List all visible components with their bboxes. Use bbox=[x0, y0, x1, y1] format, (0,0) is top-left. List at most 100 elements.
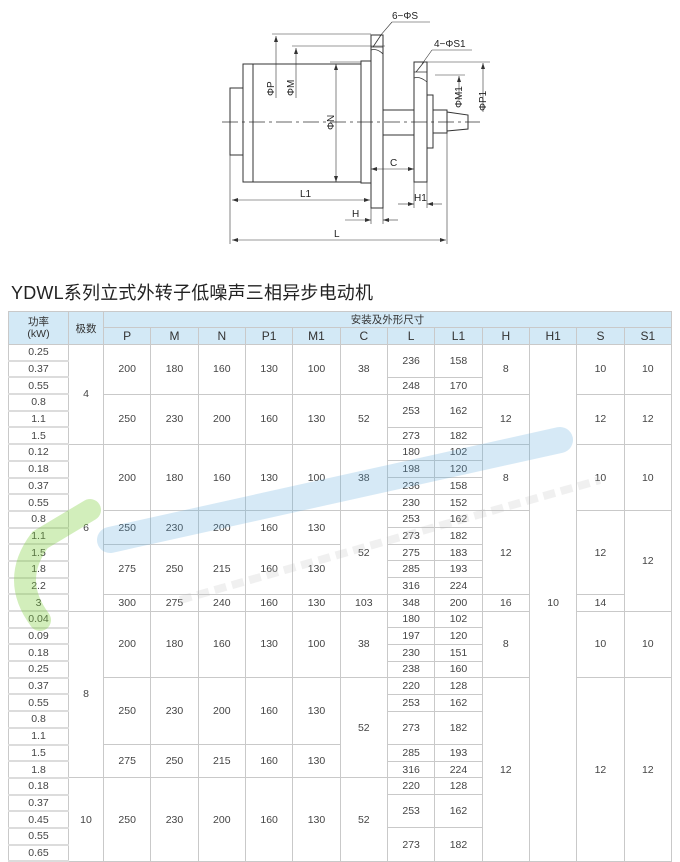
header-col-m: M bbox=[150, 327, 199, 345]
shaft bbox=[382, 109, 415, 136]
cell-m: 250 bbox=[150, 743, 199, 779]
cell-p1: 160 bbox=[244, 510, 294, 545]
cell-power: 0.25 bbox=[8, 343, 69, 362]
cell-l1: 102 bbox=[434, 443, 483, 462]
cell-m1: 100 bbox=[292, 344, 341, 395]
cell-p: 300 bbox=[102, 593, 152, 612]
header-col-n: N bbox=[197, 327, 246, 345]
label-l1: L1 bbox=[300, 189, 312, 200]
cell-power: 0.37 bbox=[8, 794, 69, 813]
cell-l: 273 bbox=[386, 426, 436, 445]
header-col-p1: P1 bbox=[244, 327, 294, 345]
cell-l: 316 bbox=[386, 577, 436, 595]
cell-power: 0.55 bbox=[8, 827, 69, 846]
cell-m1: 130 bbox=[292, 510, 341, 545]
cell-l: 230 bbox=[386, 493, 436, 512]
cell-l1: 158 bbox=[434, 477, 483, 495]
cell-l1: 160 bbox=[434, 660, 483, 679]
cell-n: 200 bbox=[197, 677, 246, 745]
cell-m: 230 bbox=[150, 677, 199, 745]
cell-l: 238 bbox=[386, 660, 436, 679]
cell-h: 8 bbox=[481, 610, 530, 679]
cell-l: 180 bbox=[386, 443, 436, 462]
header-group: 安装及外形尺寸 bbox=[103, 311, 672, 328]
cell-l: 316 bbox=[386, 760, 436, 779]
cell-s: 12 bbox=[576, 677, 625, 862]
cell-p: 275 bbox=[102, 743, 152, 779]
table-row: 0.45 bbox=[8, 810, 672, 829]
cell-power: 0.12 bbox=[8, 443, 69, 462]
cell-n: 215 bbox=[197, 743, 246, 779]
shaft-end bbox=[432, 109, 448, 134]
header-col-h: H bbox=[481, 327, 530, 345]
cell-poles: 4 bbox=[68, 344, 104, 445]
cell-l1: 152 bbox=[434, 493, 483, 512]
cell-l1: 224 bbox=[434, 577, 483, 595]
cell-power: 2.2 bbox=[8, 577, 69, 596]
cell-l1: 162 bbox=[434, 510, 483, 529]
cell-poles: 10 bbox=[68, 777, 104, 862]
cell-m1: 130 bbox=[292, 543, 341, 595]
cell-p: 200 bbox=[102, 610, 152, 679]
cell-l: 220 bbox=[386, 677, 436, 695]
cell-c: 52 bbox=[339, 677, 388, 779]
cell-l: 197 bbox=[386, 627, 436, 645]
header-col-p: P bbox=[102, 327, 152, 345]
cell-power: 1.5 bbox=[8, 426, 69, 446]
cell-p1: 130 bbox=[244, 344, 294, 395]
page-title: YDWL系列立式外转子低噪声三相异步电动机 bbox=[11, 283, 374, 303]
cell-power: 0.55 bbox=[8, 493, 69, 512]
label-dia-m: ΦM bbox=[286, 80, 297, 96]
cell-c: 52 bbox=[339, 510, 388, 595]
header-poles: 极数 bbox=[68, 311, 104, 345]
cell-poles: 8 bbox=[68, 610, 104, 779]
main-flange bbox=[370, 34, 384, 209]
cell-s: 10 bbox=[576, 443, 625, 512]
cell-l1: 158 bbox=[434, 344, 483, 378]
cell-h: 8 bbox=[481, 344, 530, 395]
cell-m: 180 bbox=[150, 610, 199, 679]
cell-l: 253 bbox=[386, 510, 436, 529]
cell-p1: 160 bbox=[244, 593, 294, 612]
hub bbox=[426, 94, 434, 149]
cell-l1: 170 bbox=[434, 376, 483, 395]
label-dia-p1: ΦP1 bbox=[478, 90, 489, 111]
cell-s: 12 bbox=[576, 393, 625, 445]
cell-l1: 193 bbox=[434, 560, 483, 579]
rear-cap bbox=[229, 87, 244, 156]
cell-c: 52 bbox=[339, 777, 388, 862]
cell-l1: 162 bbox=[434, 693, 483, 712]
cell-l: 285 bbox=[386, 560, 436, 579]
cell-power: 1.1 bbox=[8, 527, 69, 546]
cell-p: 275 bbox=[102, 543, 152, 595]
cell-l1: 120 bbox=[434, 460, 483, 478]
cell-l: 285 bbox=[386, 744, 436, 762]
cell-power: 0.8 bbox=[8, 393, 69, 412]
label-holes-main: 6−ΦS bbox=[392, 11, 418, 22]
cell-l: 273 bbox=[386, 710, 436, 746]
cell-power: 0.37 bbox=[8, 477, 69, 496]
cell-m: 180 bbox=[150, 344, 199, 395]
cell-h1: 10 bbox=[528, 344, 578, 862]
motor-body bbox=[242, 63, 362, 183]
cell-power: 1.1 bbox=[8, 410, 69, 429]
cell-m1: 130 bbox=[292, 677, 341, 745]
cell-s1: 12 bbox=[623, 393, 673, 445]
cell-l: 348 bbox=[386, 593, 436, 612]
cell-l1: 102 bbox=[434, 610, 483, 629]
cell-power: 0.04 bbox=[8, 610, 69, 629]
cell-l1: 128 bbox=[434, 777, 483, 796]
cell-power: 0.18 bbox=[8, 460, 69, 479]
header-col-l1: L1 bbox=[434, 327, 483, 345]
cell-power: 0.18 bbox=[8, 643, 69, 663]
cell-power: 0.65 bbox=[8, 844, 69, 862]
cell-l1: 182 bbox=[434, 827, 483, 862]
cell-p1: 160 bbox=[244, 393, 294, 445]
cell-s: 10 bbox=[576, 610, 625, 679]
cell-l1: 200 bbox=[434, 593, 483, 612]
cell-p1: 160 bbox=[244, 543, 294, 595]
cell-m: 230 bbox=[150, 393, 199, 445]
cell-s1: 10 bbox=[623, 443, 673, 512]
